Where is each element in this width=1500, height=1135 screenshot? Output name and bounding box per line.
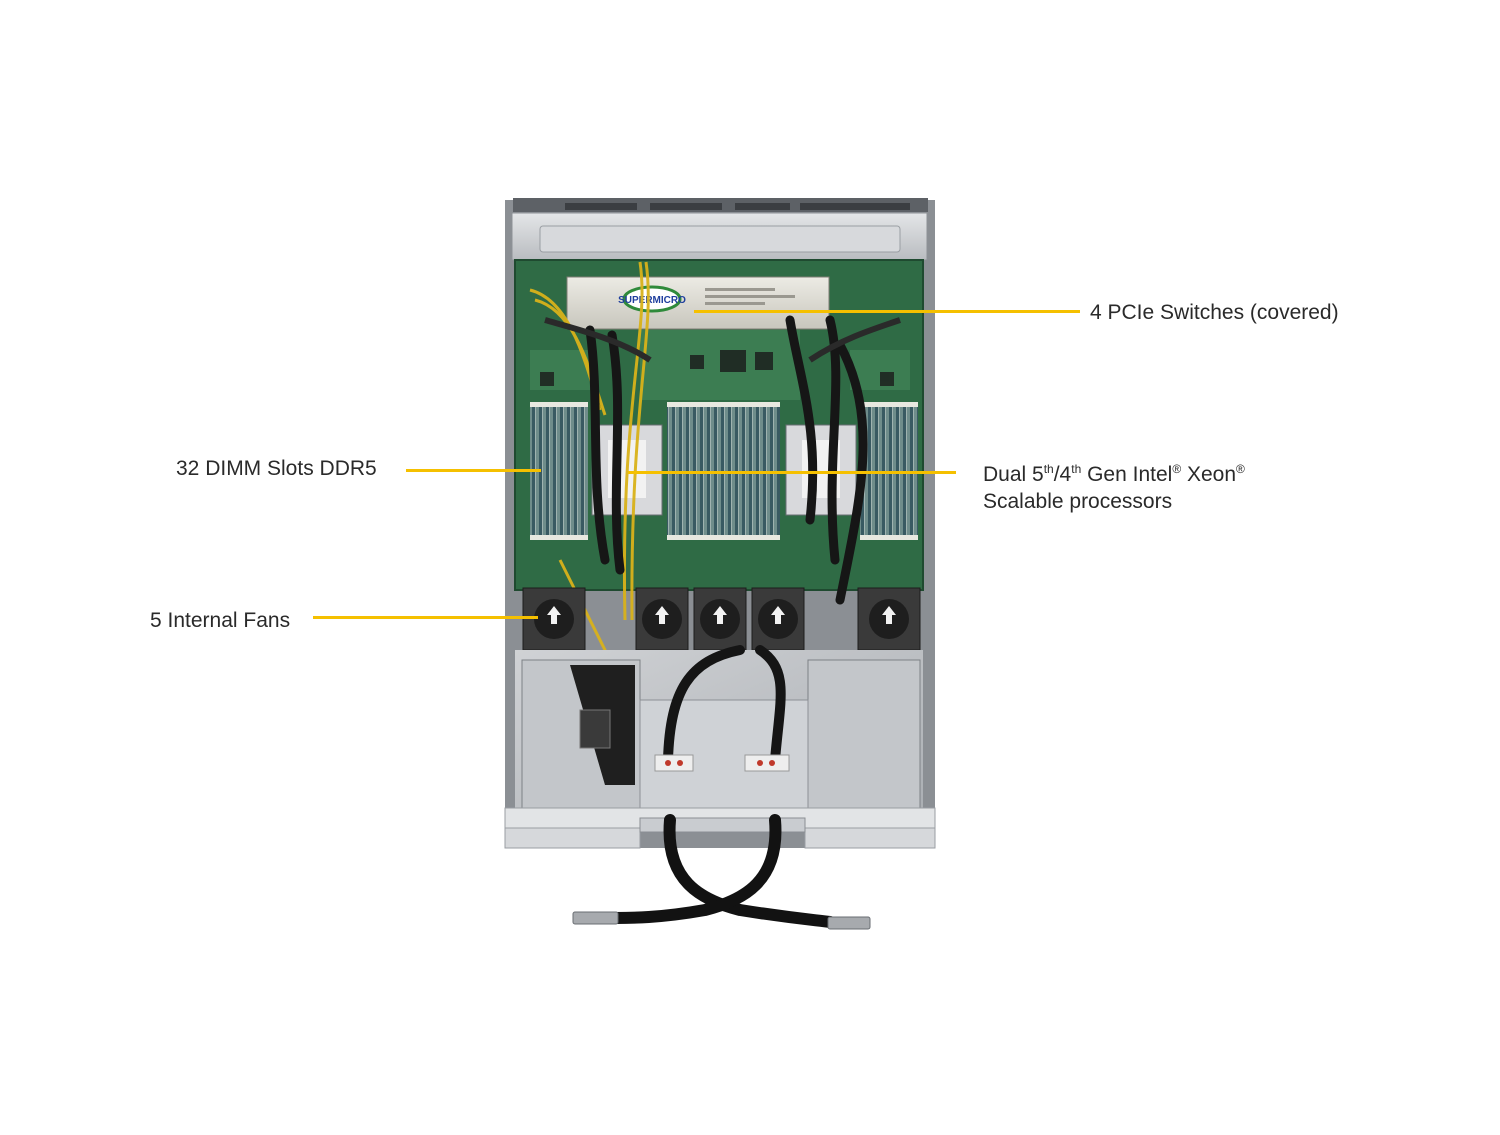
internal-fans-label: 5 Internal Fans bbox=[150, 609, 291, 632]
dimm-slots-label: 32 DIMM Slots DDR5 bbox=[176, 457, 377, 480]
fans-leader-line bbox=[313, 616, 538, 619]
processors-label-line2: Scalable processors bbox=[983, 490, 1173, 513]
pcie-switches-label: 4 PCIe Switches (covered) bbox=[1090, 301, 1339, 324]
svg-text:SUPERMICRO: SUPERMICRO bbox=[618, 295, 686, 306]
processors-label-line1: Dual 5th/4th Gen Intel® Xeon® bbox=[983, 462, 1245, 486]
cpu-leader-line bbox=[628, 471, 956, 474]
pcie-leader-line bbox=[694, 310, 1080, 313]
dimm-leader-line bbox=[406, 469, 541, 472]
processors-label: Dual 5th/4th Gen Intel® Xeon® Scalable p… bbox=[983, 461, 1245, 515]
